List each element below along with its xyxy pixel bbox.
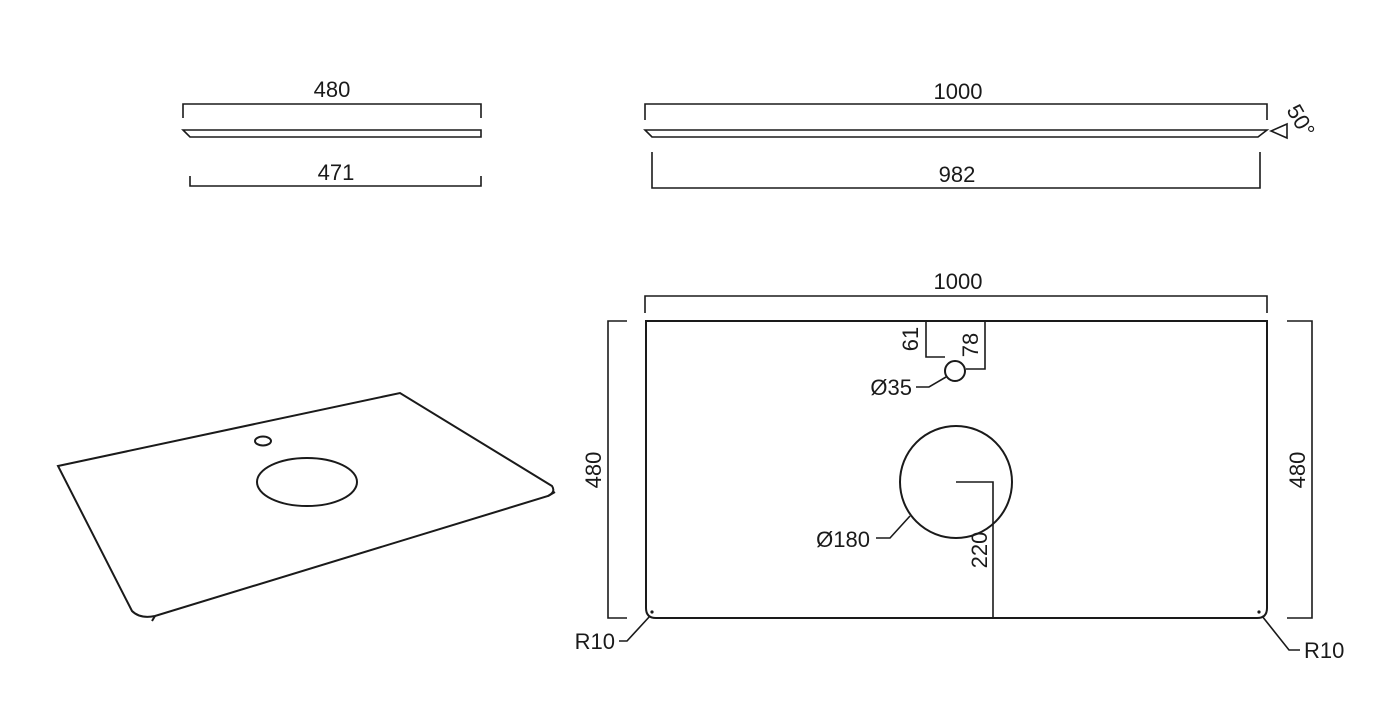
tap-hole-offset-78-line (966, 321, 986, 370)
basin-hole (899, 425, 1013, 539)
front-view-profile (643, 129, 1270, 138)
tap-hole-offset-61-line (925, 321, 945, 358)
side-view-top-dimension-line (182, 103, 482, 118)
plan-view-left-depth-line (607, 320, 627, 619)
isometric-basin-hole (256, 457, 358, 507)
tap-hole-diameter: Ø35 (870, 375, 912, 400)
plan-view-width: 1000 (934, 269, 983, 294)
isometric-countertop-thickness (151, 491, 556, 622)
front-view-top-width: 1000 (934, 79, 983, 104)
corner-dot-right (1257, 610, 1261, 614)
tap-hole-leader (916, 376, 947, 388)
basin-leader (876, 515, 911, 539)
side-view: 480 471 (181, 77, 482, 187)
isometric-tap-hole (254, 435, 272, 447)
front-view-bottom-width: 982 (939, 162, 976, 187)
isometric-view (56, 391, 556, 622)
side-view-bottom-width: 471 (318, 160, 355, 185)
bevel-angle-symbol (1269, 122, 1288, 140)
tap-hole-offset-left: 61 (898, 327, 923, 351)
basin-center-dimension-line (956, 481, 994, 618)
front-view-top-dimension-line (644, 103, 1268, 120)
corner-radius-right-leader (1261, 615, 1300, 651)
plan-view-depth-left: 480 (581, 452, 606, 489)
plan-view-right-depth-line (1287, 320, 1313, 619)
basin-center-from-front: 220 (967, 532, 992, 569)
plan-view-width-dimension-line (644, 295, 1268, 313)
isometric-countertop-outline (56, 391, 555, 618)
side-view-profile (181, 129, 482, 138)
side-view-top-width: 480 (314, 77, 351, 102)
front-view-bottom-dimension-line (651, 152, 1261, 189)
basin-diameter: Ø180 (816, 527, 870, 552)
corner-radius-right: R10 (1304, 638, 1344, 663)
plan-view: 1000 480 480 61 78 Ø35 220 Ø180 R10 R10 (575, 269, 1345, 663)
front-view: 1000 50° 982 (643, 79, 1320, 189)
corner-dot-left (650, 610, 654, 614)
tap-hole (944, 360, 966, 382)
plan-view-depth-right: 480 (1285, 452, 1310, 489)
corner-radius-left: R10 (575, 629, 615, 654)
corner-radius-left-leader (619, 615, 651, 642)
tap-hole-offset-right: 78 (958, 333, 983, 357)
plan-view-outline (645, 320, 1268, 619)
side-view-bottom-dimension-line (189, 176, 482, 187)
